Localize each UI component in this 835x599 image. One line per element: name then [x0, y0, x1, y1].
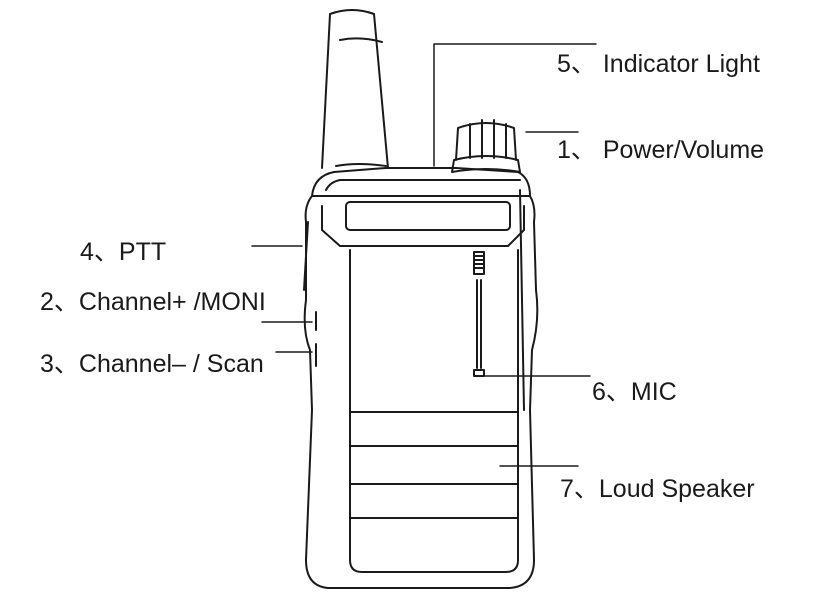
power-volume-knob [451, 119, 521, 173]
radio-top-cap [311, 167, 531, 197]
label-mic: 6、MIC [592, 378, 677, 406]
label-ptt: 4、PTT [80, 238, 167, 266]
mic-slot [473, 251, 485, 377]
label-channel-plus: 2、Channel+ /MONI [40, 288, 266, 316]
leader-indicator-light [433, 43, 597, 167]
side-edge-right [519, 189, 525, 411]
label-power-volume: 1、 Power/Volume [557, 136, 765, 164]
ptt-button [303, 221, 309, 291]
antenna [321, 9, 389, 169]
side-buttons [303, 221, 317, 367]
label-loud-speaker: 7、Loud Speaker [560, 475, 755, 503]
leader-lines [251, 43, 597, 467]
label-channel-minus: 3、Channel– / Scan [40, 350, 264, 378]
radio-body [303, 195, 539, 589]
display-window [345, 201, 511, 231]
front-panel [349, 249, 519, 573]
label-indicator-light: 5、 Indicator Light [557, 50, 760, 78]
